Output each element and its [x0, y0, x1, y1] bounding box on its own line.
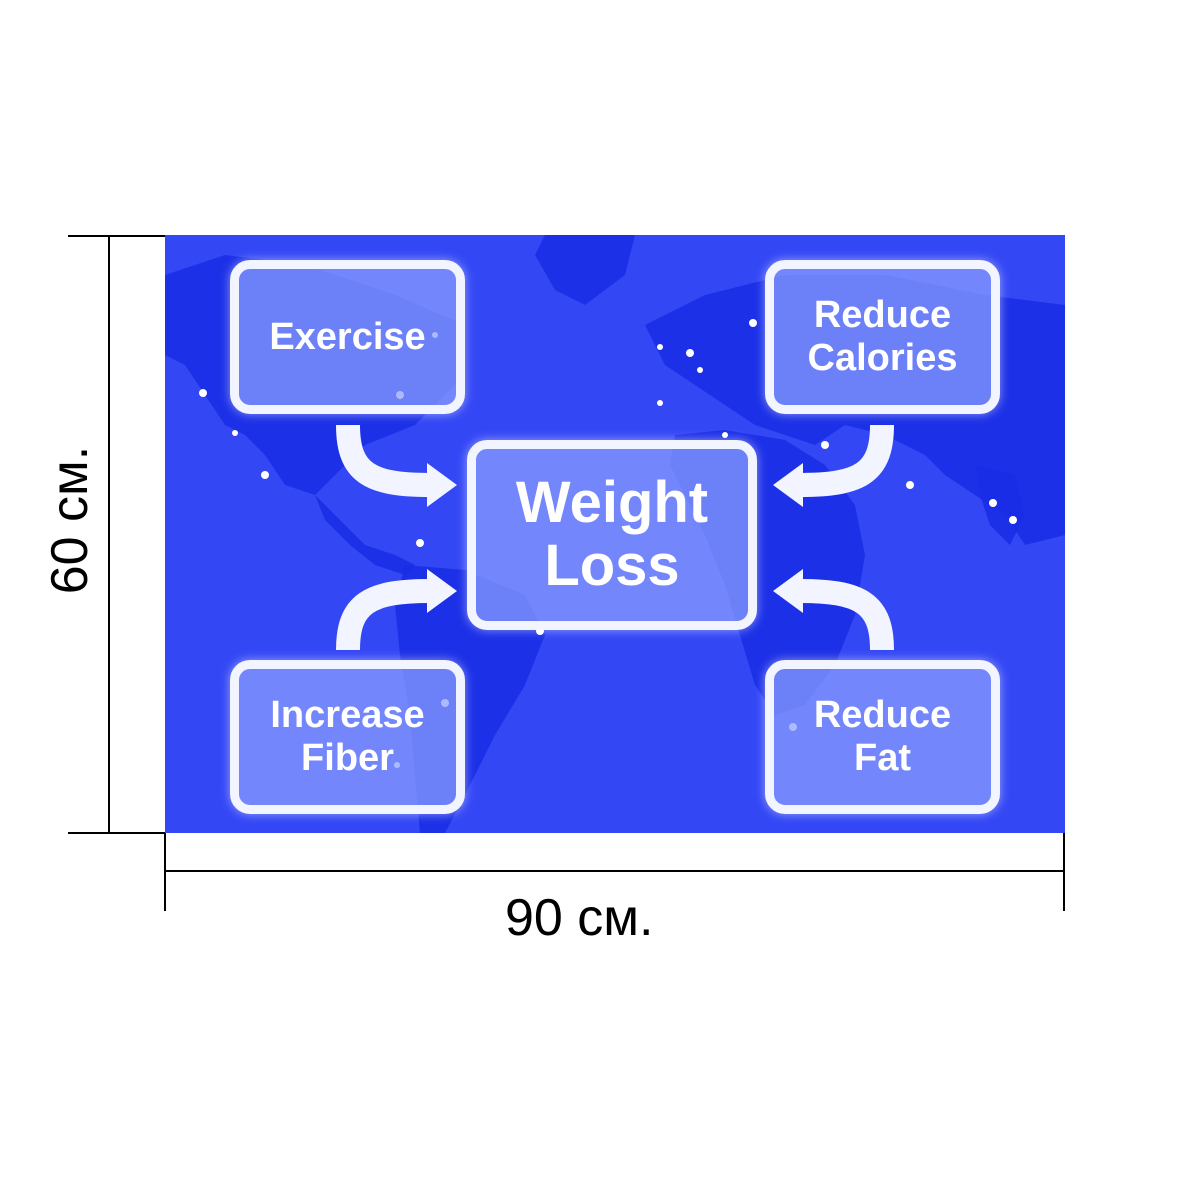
arrow-exercise-to-center: [336, 424, 457, 507]
node-increase-fiber-line1: Increase: [270, 694, 425, 737]
arrow-calories-to-center: [773, 424, 894, 507]
width-dimension-label: 90 см.: [505, 889, 654, 947]
node-exercise-text: Exercise: [269, 315, 426, 358]
poster: Exercise Reduce Calories Increase Fiber …: [165, 235, 1065, 833]
node-weight-loss-line2: Loss: [544, 533, 680, 598]
node-weight-loss: Weight Loss: [467, 440, 757, 630]
node-exercise: Exercise: [230, 260, 465, 414]
arrows-layer: [336, 424, 894, 651]
node-reduce-fat-line2: Fat: [854, 737, 911, 779]
node-increase-fiber: Increase Fiber: [230, 660, 465, 814]
height-dimension-bottom-tick: [68, 832, 165, 834]
node-reduce-calories-line1: Reduce: [813, 294, 952, 337]
width-dimension-line: [165, 870, 1065, 872]
node-reduce-calories-line2: Calories: [807, 337, 958, 379]
node-reduce-calories: Reduce Calories: [765, 260, 1000, 414]
width-dimension-left-tick: [164, 833, 166, 911]
node-reduce-fat-line1: Reduce: [813, 694, 952, 737]
node-weight-loss-line1: Weight: [515, 470, 709, 536]
width-dimension-right-tick: [1063, 833, 1065, 911]
height-dimension-line: [108, 235, 110, 833]
node-increase-fiber-line2: Fiber: [301, 737, 394, 779]
height-dimension-label: 60 см.: [41, 445, 100, 595]
arrow-fiber-to-center: [336, 569, 457, 651]
height-dimension-top-tick: [68, 235, 165, 237]
arrow-fat-to-center: [773, 569, 894, 651]
node-reduce-fat: Reduce Fat: [765, 660, 1000, 814]
